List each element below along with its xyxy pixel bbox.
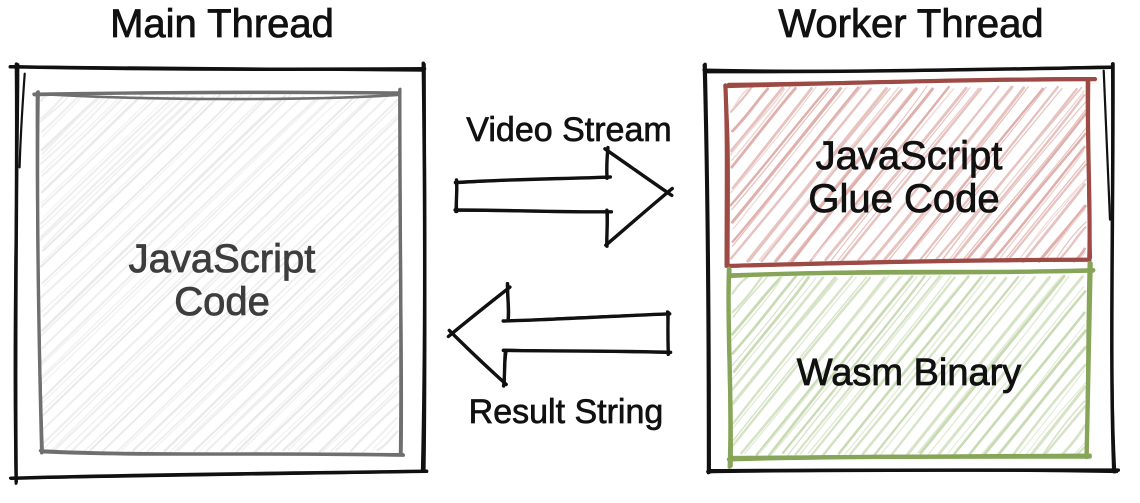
svg-text:Worker Thread: Worker Thread <box>778 2 1043 46</box>
svg-text:Video Stream: Video Stream <box>466 111 671 149</box>
svg-text:Code: Code <box>174 280 270 324</box>
svg-text:Result String: Result String <box>469 393 664 431</box>
svg-text:Main Thread: Main Thread <box>110 2 334 46</box>
svg-text:JavaScript: JavaScript <box>816 134 1003 178</box>
svg-text:Glue Code: Glue Code <box>808 177 999 221</box>
svg-text:JavaScript: JavaScript <box>129 237 316 281</box>
svg-text:Wasm Binary: Wasm Binary <box>797 352 1022 394</box>
